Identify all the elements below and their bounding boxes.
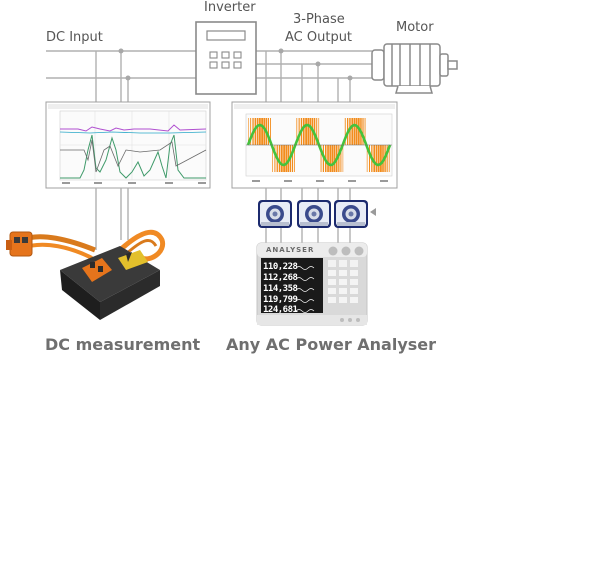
pwm-pulse [272, 145, 273, 172]
inverter-icon [195, 21, 257, 95]
inverter-label: Inverter [204, 0, 256, 15]
ac-output-label: AC Output [285, 30, 353, 45]
pwm-pulse [285, 145, 288, 172]
pwm-pulse [307, 118, 310, 145]
pwm-pulse [349, 118, 351, 145]
motor-label: Motor [396, 20, 434, 35]
pwm-pulse [298, 118, 300, 145]
pwm-pulse [353, 118, 356, 145]
pwm-pulse [369, 145, 370, 172]
pwm-pulse [380, 145, 382, 172]
power-analyser-icon [256, 242, 368, 326]
pwm-pulse [364, 118, 366, 145]
three-phase-label: 3-Phase [293, 12, 345, 27]
pwm-pulse [375, 145, 378, 172]
ac-bus-lines [256, 50, 372, 102]
analyser-reading-4: 119,799 [263, 295, 298, 305]
pwm-pulse [331, 145, 334, 172]
dc-measurement-caption: DC measurement [45, 335, 201, 354]
pwm-pulse [333, 145, 336, 172]
analyser-brand: ANALYSER [266, 246, 315, 254]
pwm-pulse [283, 145, 285, 172]
pwm-pulse [362, 118, 364, 145]
analyser-reading-1: 110,228 [263, 262, 298, 272]
pwm-pulse [340, 145, 342, 172]
pwm-pulse [303, 118, 305, 145]
pwm-pulse [261, 118, 263, 145]
pwm-pulse [338, 145, 340, 172]
pwm-pulse [294, 145, 295, 172]
dc-bus-lines [46, 50, 196, 102]
analyser-reading-3: 114,358 [263, 284, 298, 294]
pwm-pulse [318, 118, 320, 145]
pwm-pulse [254, 118, 257, 145]
pwm-pulse [281, 145, 283, 172]
pwm-pulse [267, 118, 269, 145]
pwm-pulse [386, 145, 388, 172]
ac-bus-junctions [278, 48, 353, 81]
pwm-pulse [320, 145, 322, 172]
pwm-pulse [388, 145, 390, 172]
ac-analyser-caption: Any AC Power Analyser [226, 335, 437, 354]
pwm-pulse [305, 118, 307, 145]
pwm-pulse [358, 118, 360, 145]
pwm-pulse [248, 118, 249, 145]
pwm-pulse [256, 118, 259, 145]
pwm-pulse [274, 145, 276, 172]
pwm-pulse [263, 118, 266, 145]
pwm-pulse [329, 145, 332, 172]
pwm-pulse [327, 145, 329, 172]
pwm-pulse [316, 118, 318, 145]
pwm-pulse [373, 145, 375, 172]
dc-sensor-icon [6, 229, 166, 320]
dc-input-label: DC Input [46, 30, 103, 45]
pwm-pulse [292, 145, 294, 172]
analyser-reading-2: 112,268 [263, 273, 298, 283]
pwm-pulse [296, 118, 298, 145]
pwm-pulse [309, 118, 312, 145]
motor-icon [371, 43, 458, 94]
pwm-pulse [366, 145, 368, 172]
dc-scope-screenshot [45, 101, 211, 189]
pwm-pulse [344, 118, 346, 145]
pwm-pulse [278, 145, 281, 172]
current-clamp-icon [258, 200, 376, 228]
ac-scope-screenshot [231, 101, 398, 189]
pwm-pulse [351, 118, 354, 145]
analyser-reading-5: 124,681 [263, 305, 298, 315]
pwm-pulse [270, 118, 271, 145]
pwm-pulse [250, 118, 252, 145]
dc-bus-junctions [118, 48, 131, 81]
pwm-pulse [377, 145, 380, 172]
pwm-pulse [259, 118, 261, 145]
pwm-pulse [355, 118, 358, 145]
pwm-pulse [342, 145, 344, 172]
